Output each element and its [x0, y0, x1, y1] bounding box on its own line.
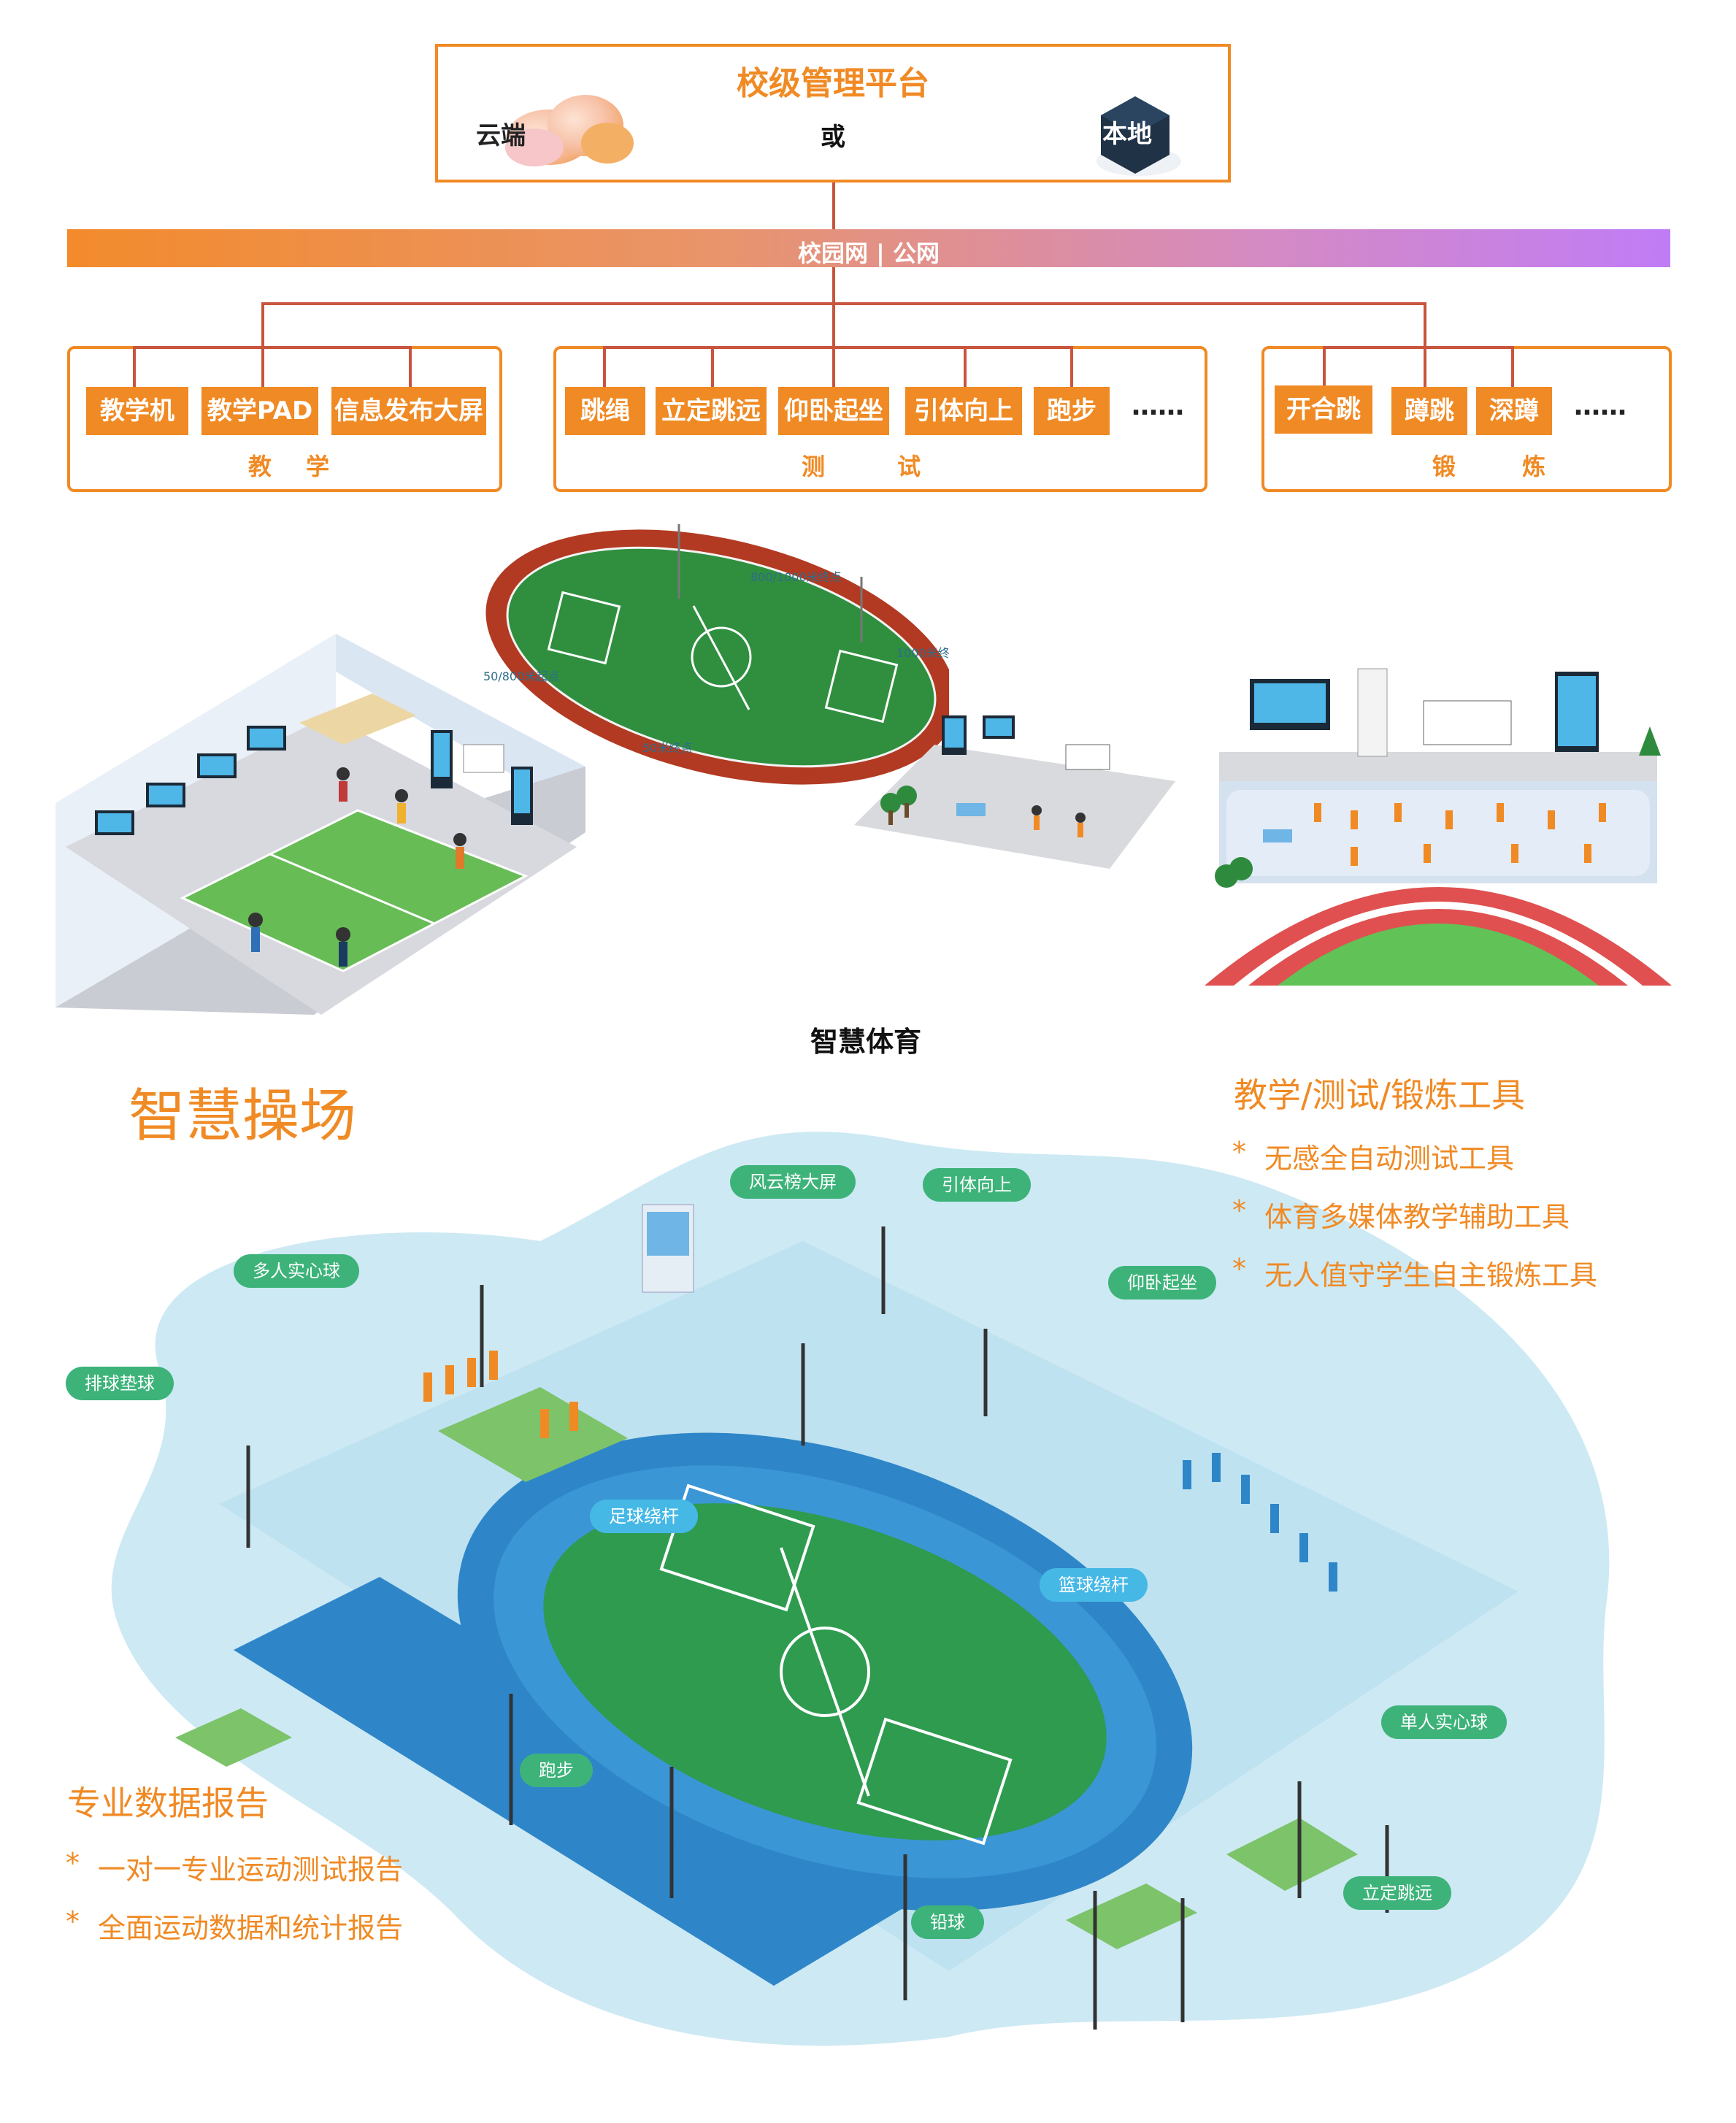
- tools-bullet: 无人值守学生自主锻炼工具: [1264, 1259, 1598, 1291]
- or-label: 或: [821, 123, 845, 152]
- station-tag: 立定跳远: [1343, 1876, 1451, 1910]
- connector: [603, 346, 1073, 349]
- station-tag: 引体向上: [923, 1168, 1031, 1202]
- network-label: 校园网 | 公网: [798, 239, 940, 267]
- teaching-item: 教学机: [86, 387, 188, 435]
- connector: [832, 267, 835, 304]
- connector: [133, 346, 136, 391]
- teaching-item: 教学PAD: [201, 387, 318, 435]
- teaching-item: 信息发布大屏: [331, 387, 486, 435]
- local-server-icon: [1096, 96, 1181, 176]
- report-bullet: 一对一专业运动测试报告: [98, 1854, 404, 1886]
- exercise-item: 开合跳: [1275, 385, 1372, 434]
- connector: [1511, 346, 1514, 391]
- station-tag: 铅球: [911, 1905, 984, 1939]
- connector: [261, 302, 1426, 305]
- track-label: 800/1000米终点: [750, 570, 842, 584]
- cloud-label: 云端: [476, 121, 526, 150]
- connector: [1323, 346, 1326, 391]
- connector: [964, 346, 967, 391]
- station-tag: 跑步: [520, 1754, 593, 1787]
- station-tag: 排球垫球: [66, 1367, 174, 1400]
- tools-heading: 教学/测试/锻炼工具: [1234, 1075, 1525, 1115]
- equipment-platform-illustration: [854, 715, 1175, 869]
- track-field-illustration: 800/1000米终点 1000米终点 50/800米起点 50米终点: [483, 524, 949, 785]
- connector: [603, 346, 606, 391]
- exercise-more: ……: [1574, 391, 1626, 421]
- playground-title: 智慧操场: [128, 1083, 357, 1149]
- track-label: 1000米终点: [896, 646, 949, 660]
- section-caption: 智慧体育: [810, 1026, 922, 1058]
- station-tag: 仰卧起坐: [1108, 1266, 1216, 1299]
- playground-illustration: [111, 1132, 1610, 2046]
- exercise-label: 锻 炼: [1432, 453, 1575, 480]
- bullet-mark: *: [1232, 1194, 1246, 1226]
- bullet-mark: *: [66, 1847, 80, 1879]
- connector: [261, 346, 264, 391]
- bullet-mark: *: [1232, 1136, 1246, 1168]
- report-heading: 专业数据报告: [67, 1784, 269, 1823]
- connector: [711, 346, 714, 391]
- teaching-label: 教 学: [248, 453, 343, 480]
- platform-box: 校级管理平台 云端 或 本地: [435, 44, 1231, 183]
- station-tag: 风云榜大屏: [730, 1165, 856, 1199]
- outdoor-station-illustration: [1205, 668, 1672, 986]
- testing-item: 立定跳远: [656, 387, 767, 435]
- connector: [261, 302, 264, 346]
- track-label: 50米终点: [642, 741, 692, 755]
- platform-title: 校级管理平台: [737, 65, 929, 102]
- station-tag: 足球绕杆: [590, 1500, 698, 1533]
- testing-label: 测 试: [802, 453, 953, 480]
- network-bar: 校园网 | 公网: [67, 229, 1670, 267]
- track-label: 50/800米起点: [483, 669, 559, 683]
- testing-more: ……: [1132, 391, 1184, 421]
- gym-room-illustration: [55, 634, 585, 1015]
- connector: [1070, 346, 1073, 391]
- local-label: 本地: [1102, 120, 1152, 149]
- connector: [832, 346, 835, 391]
- exercise-item: 蹲跳: [1391, 387, 1467, 435]
- connector: [1424, 302, 1426, 346]
- bullet-mark: *: [66, 1905, 80, 1938]
- station-tag: 多人实心球: [234, 1254, 359, 1288]
- connector: [1323, 346, 1514, 349]
- exercise-item: 深蹲: [1476, 387, 1552, 435]
- station-tag: 单人实心球: [1381, 1705, 1507, 1739]
- cloud-icon: [505, 95, 634, 166]
- testing-item: 引体向上: [905, 387, 1022, 435]
- testing-item: 跑步: [1034, 387, 1110, 435]
- connector: [1424, 346, 1426, 391]
- tools-bullet: 无感全自动测试工具: [1264, 1143, 1515, 1175]
- report-bullet: 全面运动数据和统计报告: [98, 1912, 404, 1944]
- bullet-mark: *: [1232, 1253, 1246, 1285]
- station-tag: 篮球绕杆: [1040, 1568, 1148, 1602]
- testing-item: 仰卧起坐: [778, 387, 889, 435]
- testing-item: 跳绳: [565, 387, 645, 435]
- connector: [133, 346, 412, 349]
- tools-bullet: 体育多媒体教学辅助工具: [1264, 1201, 1570, 1233]
- connector: [832, 183, 835, 229]
- connector: [409, 346, 412, 391]
- connector: [832, 302, 835, 346]
